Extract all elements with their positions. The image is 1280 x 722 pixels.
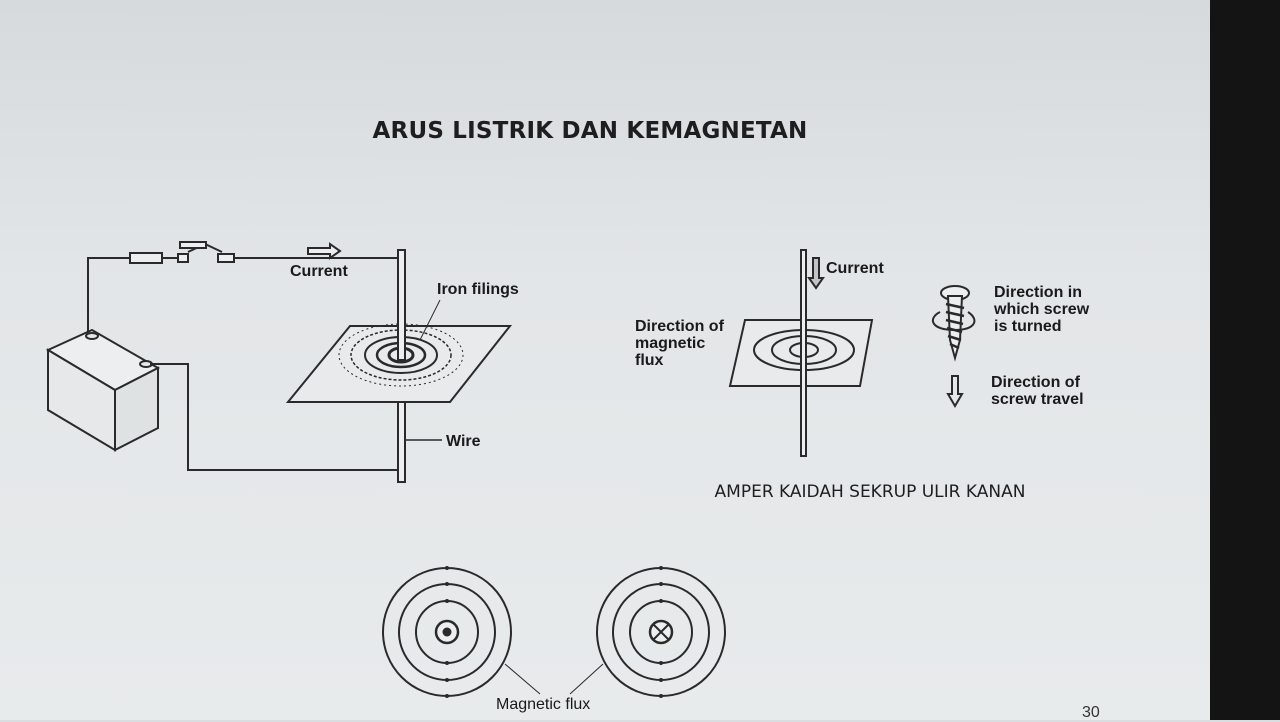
flux-direction-label-2: magnetic bbox=[635, 335, 706, 352]
current-arrow bbox=[307, 242, 342, 260]
current-down-arrow bbox=[807, 257, 825, 290]
screw-turn-label-1: Direction in bbox=[994, 284, 1083, 301]
screw-travel-label-2: screw travel bbox=[991, 391, 1084, 408]
wire-label: Wire bbox=[446, 433, 481, 450]
current-label-right: Current bbox=[826, 260, 884, 277]
slide-subtitle: AMPER KAIDAH SEKRUP ULIR KANAN bbox=[714, 482, 1026, 502]
slide bbox=[0, 0, 1215, 720]
page-number: 30 bbox=[1082, 704, 1100, 721]
screw-body bbox=[946, 295, 964, 362]
screw-travel-arrow bbox=[946, 375, 964, 408]
screen-bezel bbox=[1210, 0, 1280, 720]
iron-filings-label: Iron filings bbox=[437, 281, 519, 298]
rotation-arrow bbox=[931, 311, 976, 332]
slide-title: ARUS LISTRIK DAN KEMAGNETAN bbox=[372, 118, 808, 144]
wire-bottom bbox=[150, 363, 398, 471]
magnetic-flux-label: Magnetic flux bbox=[496, 696, 591, 713]
screw-turn-label-2: which screw bbox=[994, 301, 1090, 318]
current-out-dot bbox=[442, 627, 452, 637]
flux-direction-label-1: Direction of bbox=[635, 318, 724, 335]
flux-direction-label-3: flux bbox=[635, 352, 664, 369]
current-label: Current bbox=[290, 263, 348, 280]
iron-filings-plate bbox=[285, 325, 513, 403]
wire-top bbox=[87, 257, 130, 334]
conductor bbox=[800, 249, 807, 457]
screw-travel-label-1: Direction of bbox=[991, 374, 1080, 391]
screw-turn-label-3: is turned bbox=[994, 318, 1062, 335]
battery-side bbox=[114, 366, 159, 452]
